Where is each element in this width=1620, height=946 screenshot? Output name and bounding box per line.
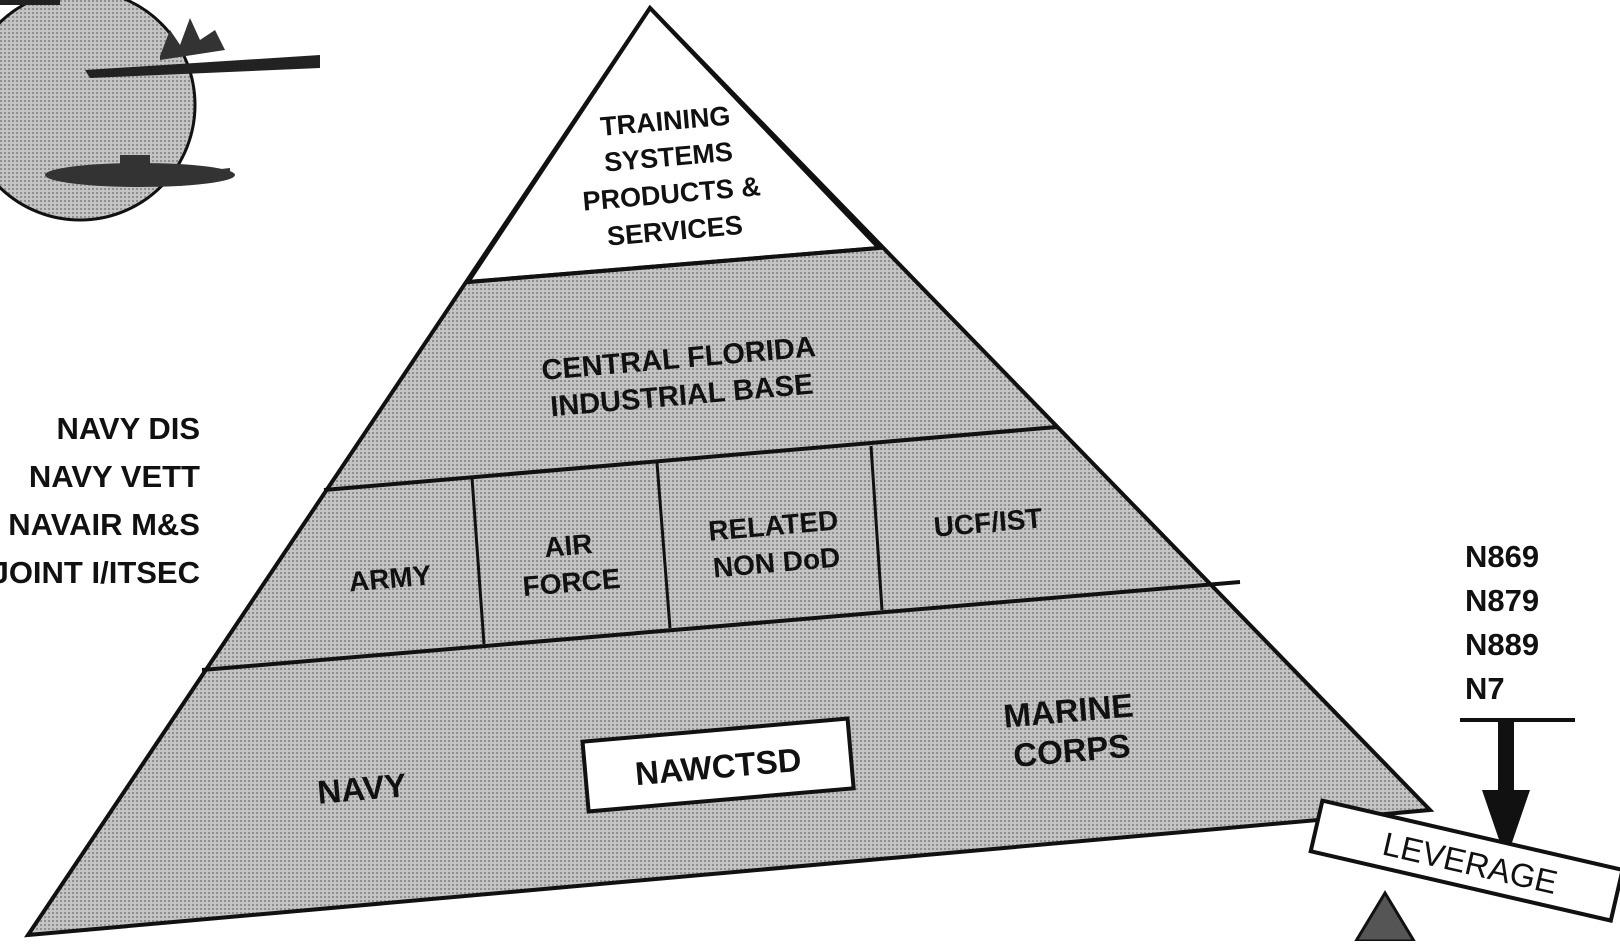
left-list-item: NAVY VETT [28, 459, 200, 494]
tier3-divider-b [655, 462, 672, 629]
leverage-beam [1308, 798, 1620, 923]
right-list-item: N879 [1465, 583, 1540, 618]
tier3-divider-c [869, 445, 884, 611]
leverage-lever: LEVERAGE [1308, 798, 1620, 923]
nawctsd-box-frame [580, 716, 856, 814]
tier-divider-2 [323, 425, 1058, 492]
right-list-item: N7 [1465, 671, 1505, 706]
right-list-item: N869 [1465, 539, 1540, 574]
left-list-item: NAVY DIS [56, 411, 200, 446]
right-list-item: N889 [1465, 627, 1540, 662]
left-list: NAVY DIS NAVY VETT NAVAIR M&S JOINT I/IT… [0, 405, 200, 597]
left-list-item: JOINT I/ITSEC [0, 555, 200, 590]
right-list: N869 N879 N889 N7 [1465, 535, 1539, 711]
globe-with-ships-illustration [0, 0, 320, 222]
tier-divider-1 [467, 246, 880, 284]
left-list-item: NAVAIR M&S [8, 507, 200, 542]
army-label: ARMY [348, 559, 433, 597]
tier-divider-3 [201, 580, 1241, 672]
fulcrum-triangle [1353, 890, 1417, 943]
pyramid-outline [24, 4, 1435, 938]
air-force-line-1: AIR [543, 528, 594, 563]
nawctsd-box: NAWCTSD [580, 716, 856, 814]
down-arrow-icon [1482, 722, 1530, 860]
tier3-divider-a [470, 477, 486, 645]
navy-label: NAVY [316, 766, 408, 811]
